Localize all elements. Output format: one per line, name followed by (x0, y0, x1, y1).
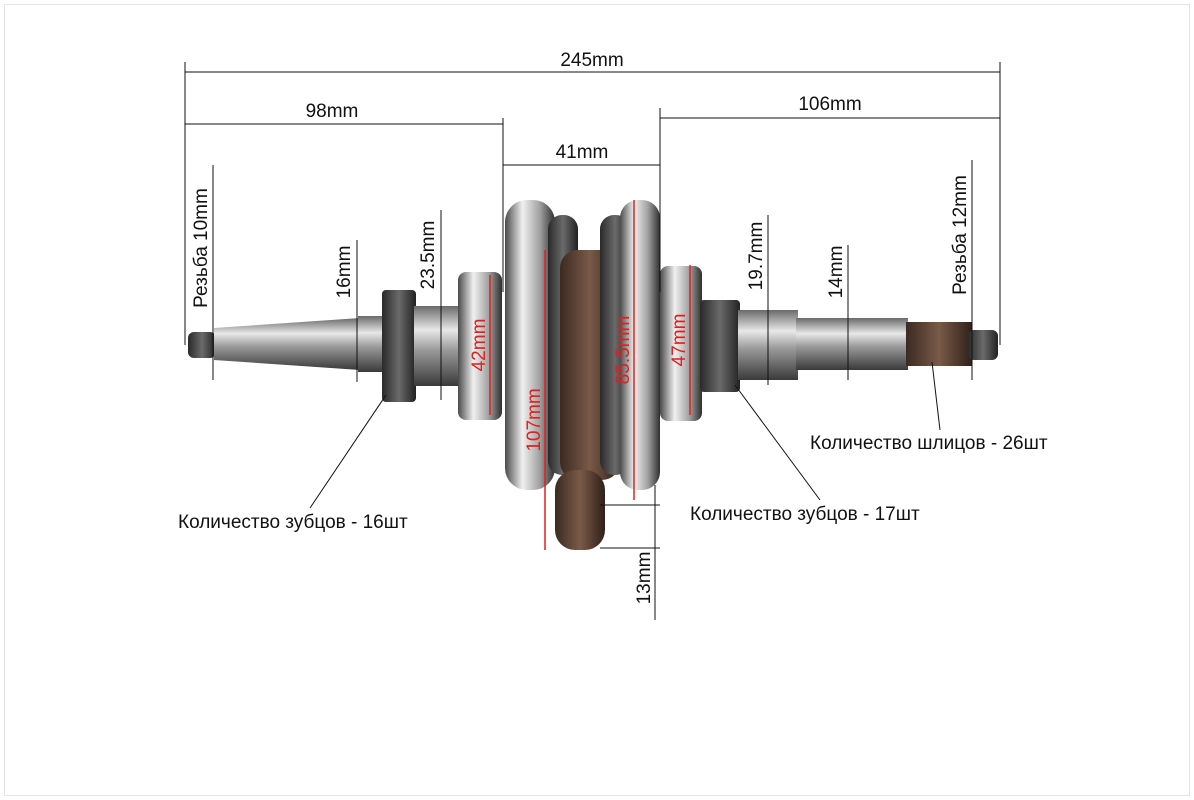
dim-left-shaft: 16mm (334, 246, 355, 299)
dim-overall-length: 245mm (560, 50, 623, 71)
right-cheek (620, 200, 660, 490)
dim-rod-length: 85.5mm (613, 316, 634, 385)
dimension-lines (184, 62, 1001, 620)
dim-left-bearing: 42mm (469, 319, 490, 372)
crankshaft-image (188, 200, 998, 550)
dim-crank-width: 41mm (556, 142, 609, 163)
label-right-gear-teeth: Количество зубцов - 17шт (690, 504, 920, 525)
dim-left-gear-seat: 23.5mm (418, 221, 439, 290)
dim-left-thread: Резьба 10mm (191, 188, 212, 308)
dim-right-thread: Резьба 12mm (950, 175, 971, 295)
dim-cheek: 107mm (524, 388, 545, 451)
dim-right-section: 106mm (798, 94, 861, 115)
highlight-lines (489, 200, 691, 550)
dim-right-bearing: 47mm (669, 314, 690, 367)
dim-rod-small-end: 13mm (634, 552, 655, 605)
dim-right-shaft: 14mm (826, 246, 847, 299)
dim-left-section: 98mm (306, 101, 359, 122)
label-left-gear-teeth: Количество зубцов - 16шт (178, 512, 408, 533)
label-splines: Количество шлицов - 26шт (810, 433, 1048, 454)
left-gear (382, 290, 416, 402)
splines (906, 322, 972, 366)
left-cheek (505, 200, 555, 490)
right-bearing (660, 266, 702, 421)
right-gear (700, 300, 740, 392)
left-bearing (458, 272, 502, 420)
dim-right-gear-seat: 19.7mm (746, 222, 767, 291)
